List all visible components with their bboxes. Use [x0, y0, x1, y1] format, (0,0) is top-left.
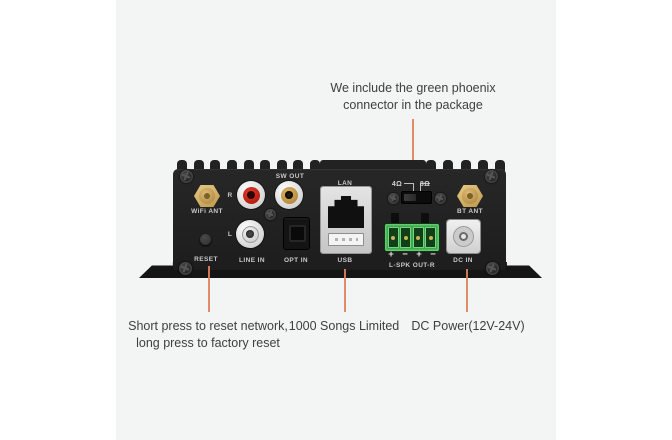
label-8-ohm: 8Ω — [419, 181, 431, 188]
annotation-dc-power: DC Power(12V-24V) — [411, 319, 525, 333]
lan-usb-module — [321, 187, 371, 253]
heatsink-fin — [426, 160, 436, 171]
heatsink-fin — [495, 160, 505, 171]
annotation-reset: Short press to reset network, long press… — [128, 318, 288, 352]
screw-icon — [264, 208, 276, 220]
bt-antenna-port — [457, 185, 483, 207]
heatsink-fin — [276, 160, 287, 171]
leader-line-reset — [208, 266, 210, 312]
leader-line-dc — [466, 269, 468, 312]
phoenix-terminal — [425, 227, 436, 248]
annotation-phoenix-line1: We include the green phoenix — [330, 81, 496, 95]
heatsink-fins-left — [177, 160, 320, 171]
port-label-r: R — [227, 192, 233, 199]
usb-port — [328, 233, 364, 246]
heatsink-fin — [260, 160, 271, 171]
heatsink-fin — [477, 160, 488, 171]
annotation-reset-line2: long press to factory reset — [136, 336, 280, 350]
heatsink-fin — [310, 160, 320, 171]
wifi-antenna-port — [194, 185, 220, 207]
port-label-bt-ant: BT ANT — [457, 208, 483, 215]
port-label-wifi-ant: WiFi ANT — [191, 208, 223, 215]
port-label-usb: USB — [337, 257, 353, 264]
screw-icon — [485, 261, 499, 275]
screw-icon — [179, 169, 193, 183]
heatsink-fins-right — [426, 160, 505, 171]
screw-icon — [434, 192, 446, 204]
phoenix-terminal — [400, 227, 412, 248]
bracket-4-ohm — [404, 183, 414, 191]
heatsink-fin — [226, 160, 237, 171]
lan-port — [328, 196, 364, 228]
bracket-8-ohm — [420, 183, 430, 191]
port-label-reset: RESET — [194, 256, 218, 263]
rca-jack-r — [237, 181, 265, 209]
reset-button — [200, 234, 211, 245]
port-label-opt-in: OPT IN — [283, 257, 309, 264]
leader-line-usb — [344, 269, 346, 312]
impedance-switch — [402, 192, 431, 203]
heatsink-fin — [177, 160, 187, 171]
heatsink-fin — [293, 160, 304, 171]
annotation-reset-line1: Short press to reset network, — [128, 319, 288, 333]
port-label-speaker-out: L-SPK OUT-R — [389, 262, 435, 269]
heatsink-fin — [460, 160, 471, 171]
rca-jack-sw-out — [275, 181, 303, 209]
port-label-dc-in: DC IN — [453, 257, 473, 264]
heatsink-fin — [243, 160, 254, 171]
port-label-lan: LAN — [337, 180, 353, 187]
screw-icon — [387, 192, 399, 204]
annotation-phoenix-line2: connector in the package — [343, 98, 483, 112]
screw-icon — [178, 261, 192, 275]
phoenix-speaker-connector — [385, 224, 439, 251]
screw-icon — [484, 169, 498, 183]
label-4-ohm: 4Ω — [391, 181, 403, 188]
optical-input-port — [283, 217, 310, 250]
phoenix-screw-post — [391, 213, 399, 225]
annotation-phoenix: We include the green phoenix connector i… — [330, 80, 495, 114]
heatsink-fin — [193, 160, 204, 171]
phoenix-screw-post — [421, 213, 429, 225]
rca-jack-l — [236, 220, 264, 248]
port-label-l: L — [227, 231, 233, 238]
dc-in-port — [447, 220, 480, 253]
annotation-usb: 1000 Songs Limited — [288, 319, 400, 333]
port-label-line-in: LINE IN — [239, 257, 265, 264]
port-label-sw-out: SW OUT — [275, 173, 305, 180]
phoenix-terminal — [388, 227, 399, 248]
phoenix-terminal — [412, 227, 424, 248]
heatsink-fin — [443, 160, 454, 171]
speaker-polarity-labels: + − + − — [388, 249, 436, 260]
heatsink-fin — [210, 160, 221, 171]
